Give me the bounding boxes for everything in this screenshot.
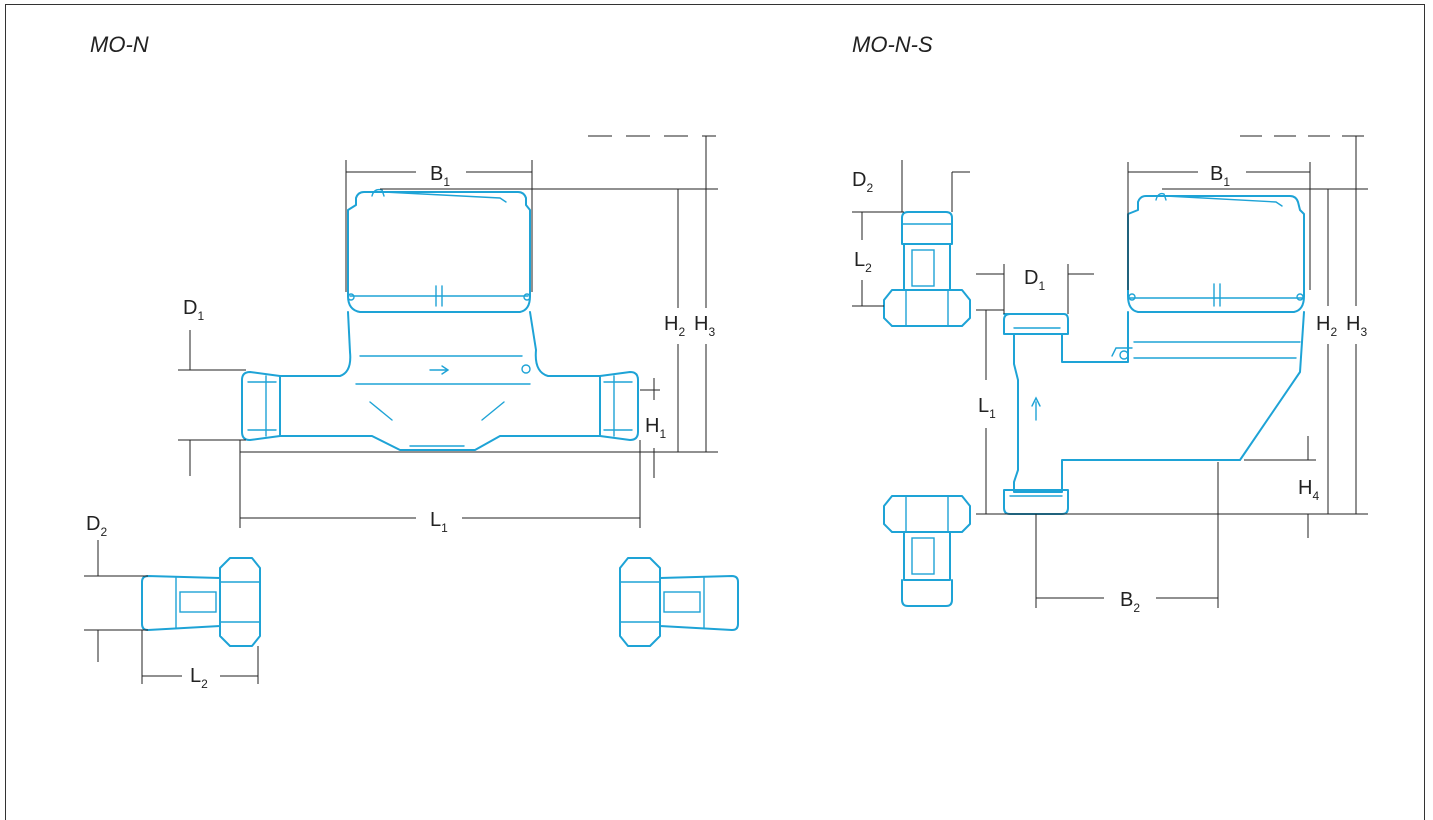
meter-outlet	[599, 371, 639, 441]
coupling-left	[141, 557, 261, 647]
label-h3: H3	[694, 313, 715, 339]
label-s-l1: L1	[978, 395, 996, 421]
meter-s-outlet	[1003, 489, 1069, 515]
label-h2: H2	[664, 313, 685, 339]
label-d2: D2	[86, 513, 107, 539]
label-s-d1: D1	[1024, 267, 1045, 293]
label-h1: H1	[645, 415, 666, 441]
title-mo-n-s: MO-N-S	[852, 32, 933, 57]
dimensions-mo-n	[84, 135, 718, 684]
meter-head	[347, 191, 531, 313]
meter-mo-n	[241, 188, 639, 451]
label-l1: L1	[430, 509, 448, 535]
label-l2: L2	[190, 665, 208, 691]
title-mo-n: MO-N	[90, 32, 149, 57]
label-s-h2: H2	[1316, 313, 1337, 339]
meter-s-body	[1013, 311, 1305, 493]
label-s-h4: H4	[1298, 477, 1319, 503]
label-d1: D1	[183, 297, 204, 323]
meter-mo-n-s	[1003, 192, 1305, 515]
meter-s-head	[1127, 195, 1305, 313]
coupling-s-top	[883, 211, 971, 327]
coupling-s-bottom	[883, 495, 971, 607]
coupling-right	[619, 557, 739, 647]
dimensions-mo-n-s	[852, 135, 1368, 608]
meter-inlet	[241, 371, 281, 441]
label-b1: B1	[430, 163, 450, 189]
meter-s-inlet	[1003, 313, 1069, 335]
label-s-d2: D2	[852, 169, 873, 195]
drawing-frame	[5, 4, 1425, 820]
label-s-b2: B2	[1120, 589, 1140, 615]
label-s-l2: L2	[854, 249, 872, 275]
label-s-h3: H3	[1346, 313, 1367, 339]
label-s-b1: B1	[1210, 163, 1230, 189]
meter-body	[279, 311, 601, 451]
